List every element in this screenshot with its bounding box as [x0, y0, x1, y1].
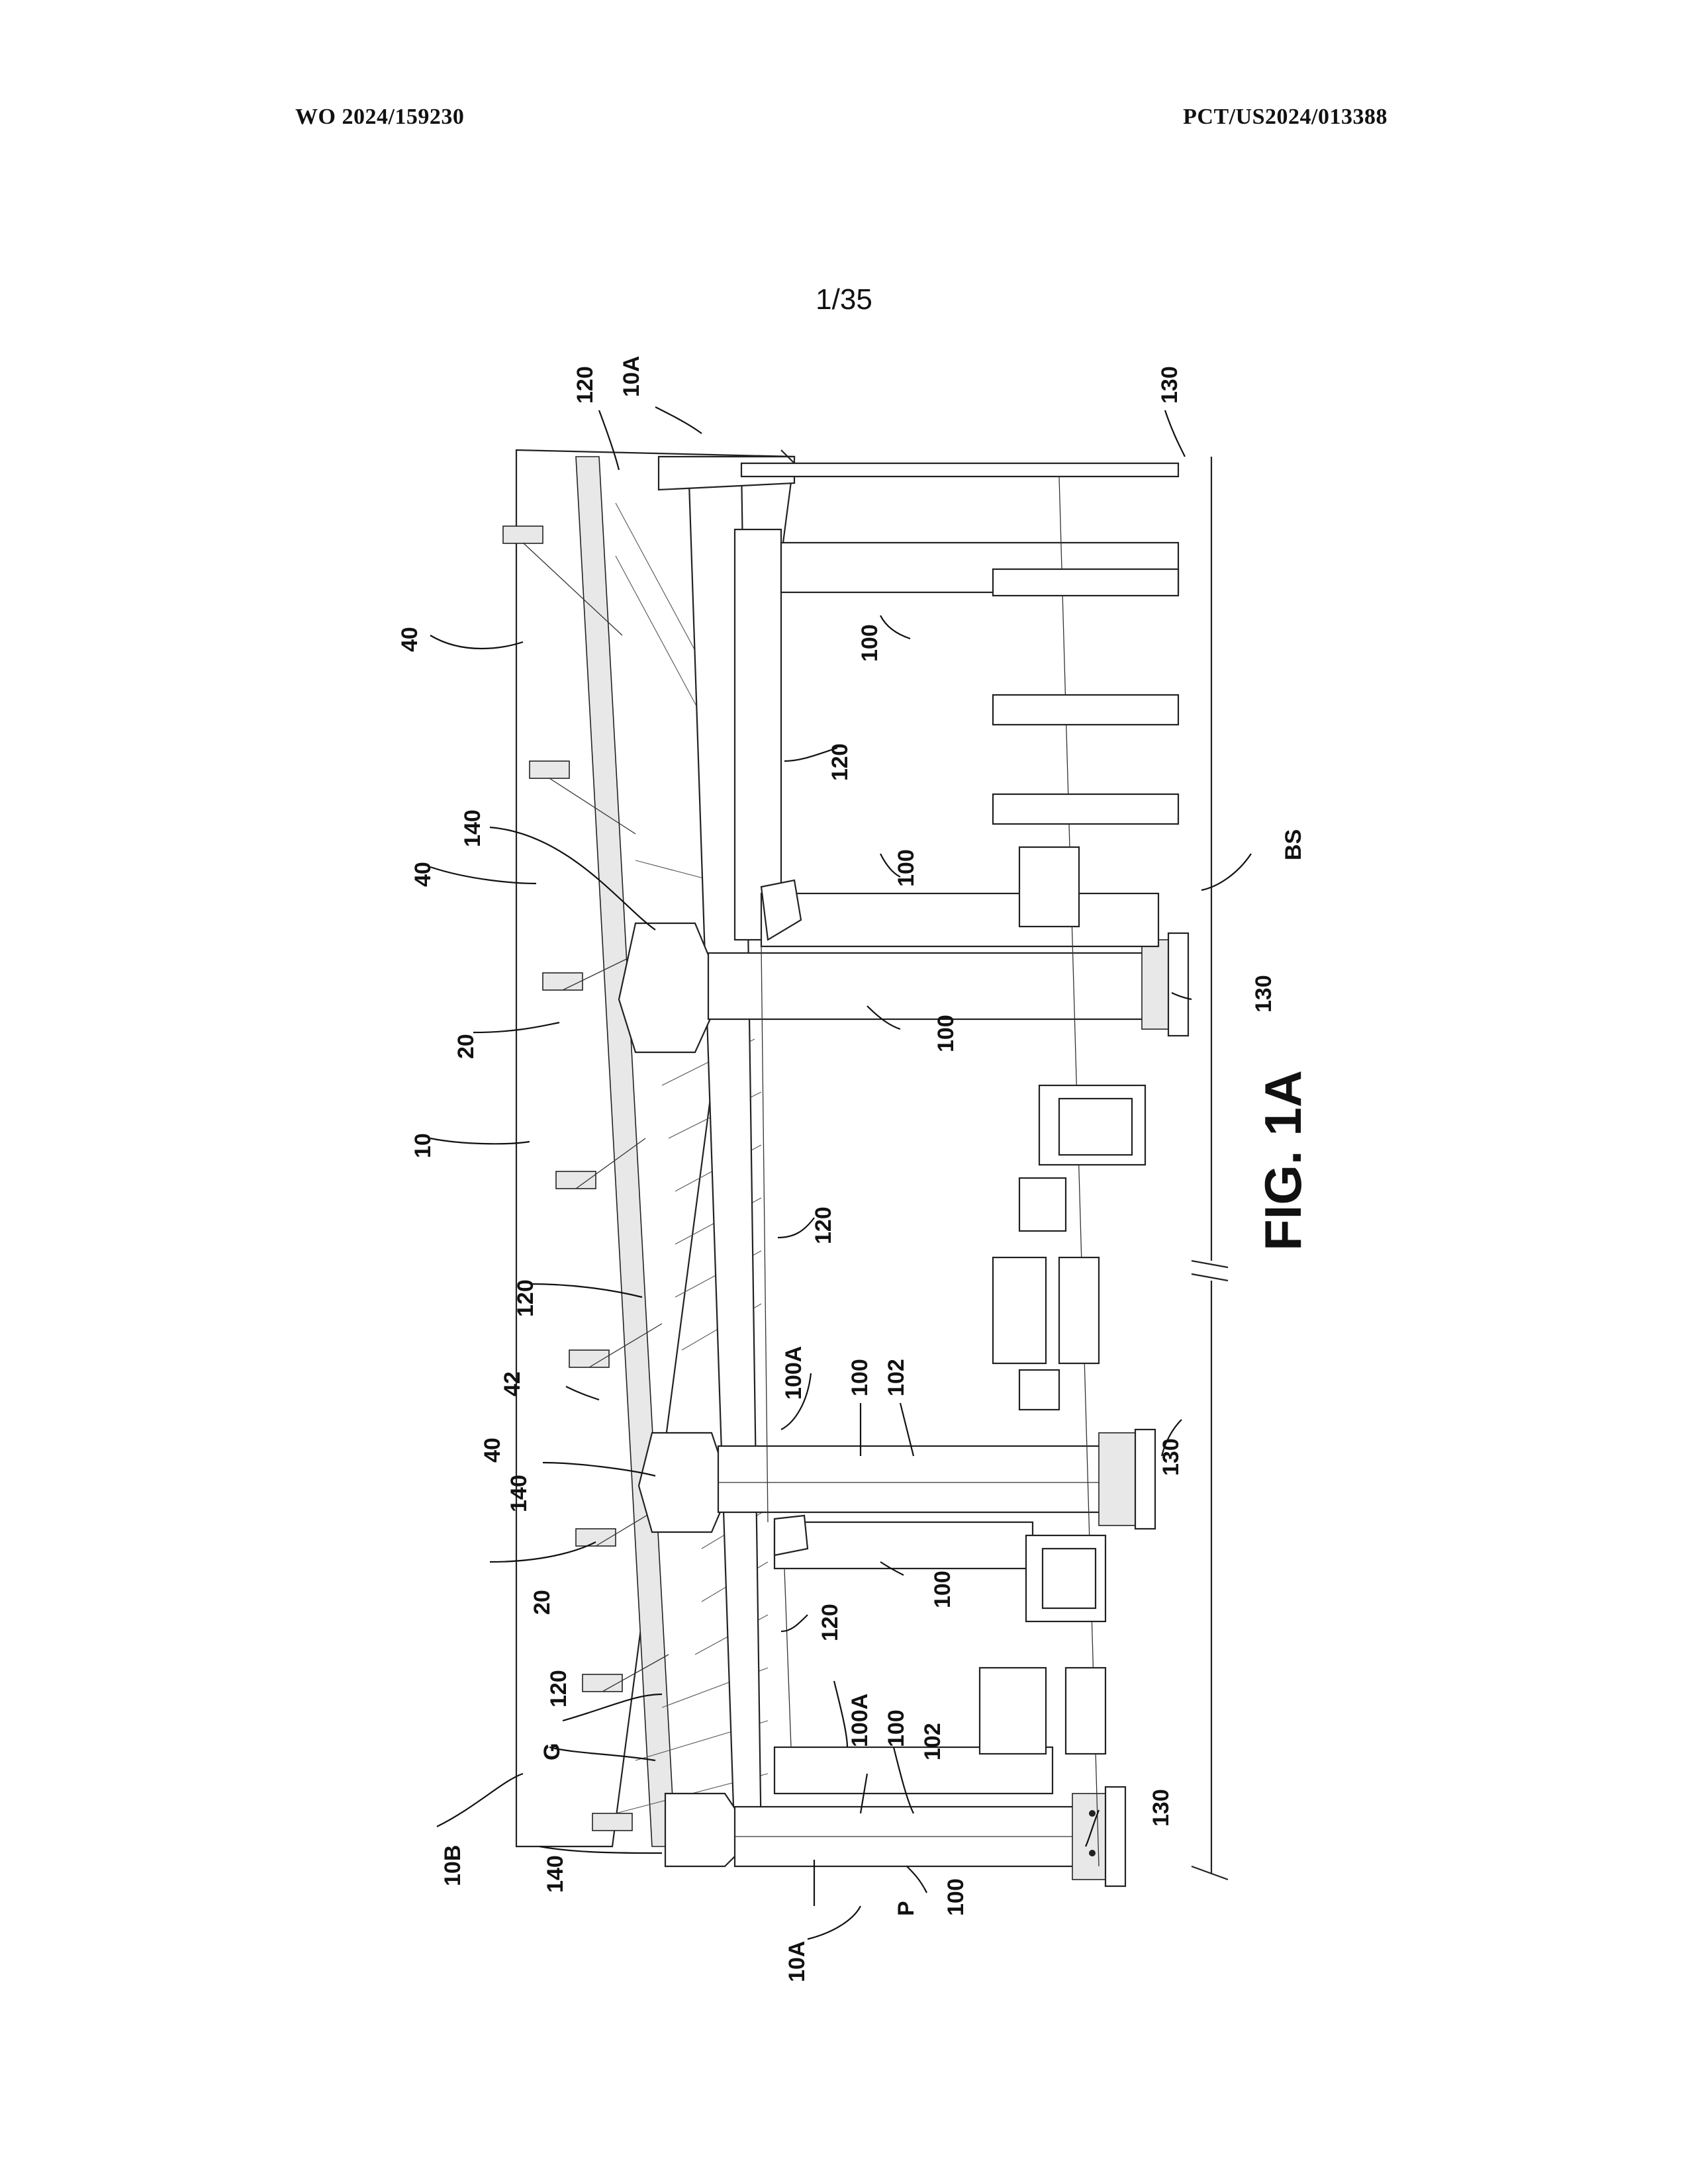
label-bs: BS: [1281, 829, 1306, 860]
label-100-a: 100: [857, 624, 882, 662]
figure-caption: FIG. 1A: [1254, 1070, 1312, 1251]
label-130-b: 130: [1158, 1438, 1184, 1476]
label-42: 42: [500, 1371, 525, 1396]
label-102-a: 102: [884, 1359, 909, 1396]
label-130-top: 130: [1157, 366, 1182, 404]
label-40-b: 40: [410, 862, 436, 887]
label-120-top: 120: [573, 366, 598, 404]
label-140-c: 140: [543, 1855, 568, 1893]
label-120-f: 120: [546, 1670, 571, 1707]
label-140-a: 140: [460, 809, 485, 847]
label-100-b: 100: [894, 849, 919, 887]
label-100-f: 100: [884, 1709, 909, 1747]
label-100a-a: 100A: [781, 1346, 806, 1400]
label-100-d: 100: [847, 1359, 872, 1396]
label-120-e: 120: [818, 1604, 843, 1641]
label-40-a: 40: [397, 627, 422, 652]
drawing-artwork: [503, 450, 1228, 1886]
label-100-g: 100: [943, 1878, 968, 1916]
label-102-b: 102: [920, 1723, 945, 1760]
rear-frame: [735, 477, 1178, 1866]
label-40-c: 40: [480, 1437, 505, 1463]
label-20-b: 20: [530, 1590, 555, 1615]
label-130-a: 130: [1251, 975, 1276, 1013]
label-10b: 10B: [440, 1845, 465, 1886]
label-100-c: 100: [933, 1015, 959, 1052]
label-130-c: 130: [1149, 1789, 1174, 1827]
label-140-b: 140: [506, 1475, 532, 1512]
label-10: 10: [410, 1133, 436, 1158]
label-p: P: [894, 1901, 919, 1916]
label-120-d: 120: [513, 1279, 538, 1317]
label-120-b: 120: [827, 743, 853, 781]
label-10a-bottom: 10A: [784, 1941, 810, 1982]
label-100a-b: 100A: [847, 1694, 872, 1747]
label-120-c: 120: [811, 1206, 836, 1244]
label-20-a: 20: [453, 1034, 479, 1059]
label-100-e: 100: [930, 1570, 955, 1608]
label-g: G: [539, 1743, 565, 1760]
benches: [980, 569, 1178, 1754]
label-10a-top: 10A: [619, 356, 644, 397]
